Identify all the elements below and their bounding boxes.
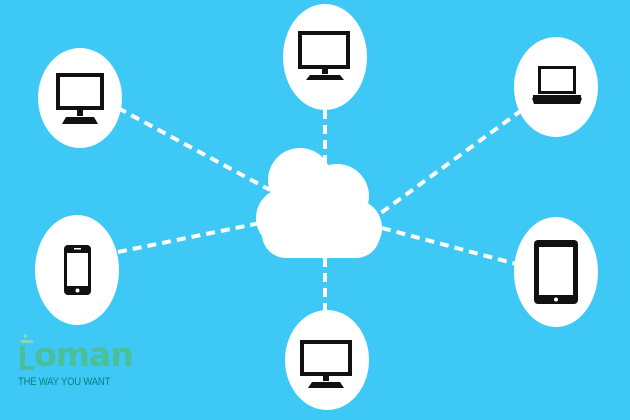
laptop-icon (532, 66, 582, 104)
connector-lines (117, 106, 524, 318)
logo-word: oman (34, 335, 134, 374)
connector-top-left (117, 106, 271, 192)
node-middle-right (514, 217, 598, 327)
monitor-icon (56, 73, 104, 124)
monitor-icon (298, 31, 350, 80)
node-top-right (514, 37, 598, 137)
connector-top-right (376, 108, 524, 217)
logo-tagline: THE WAY YOU WANT (18, 376, 111, 388)
connector-middle-left (117, 220, 266, 254)
node-middle-left (35, 215, 119, 325)
monitor-icon (300, 340, 352, 388)
node-top-center (283, 4, 367, 110)
node-top-left (38, 48, 122, 148)
connector-middle-right (381, 226, 521, 267)
tablet-icon (534, 240, 578, 304)
brand-logo: oman THE WAY YOU WANT (14, 332, 134, 402)
smartphone-icon (64, 245, 91, 295)
node-bottom-center (285, 310, 369, 410)
logo-mark-icon (20, 334, 34, 370)
cloud-icon (256, 148, 382, 258)
